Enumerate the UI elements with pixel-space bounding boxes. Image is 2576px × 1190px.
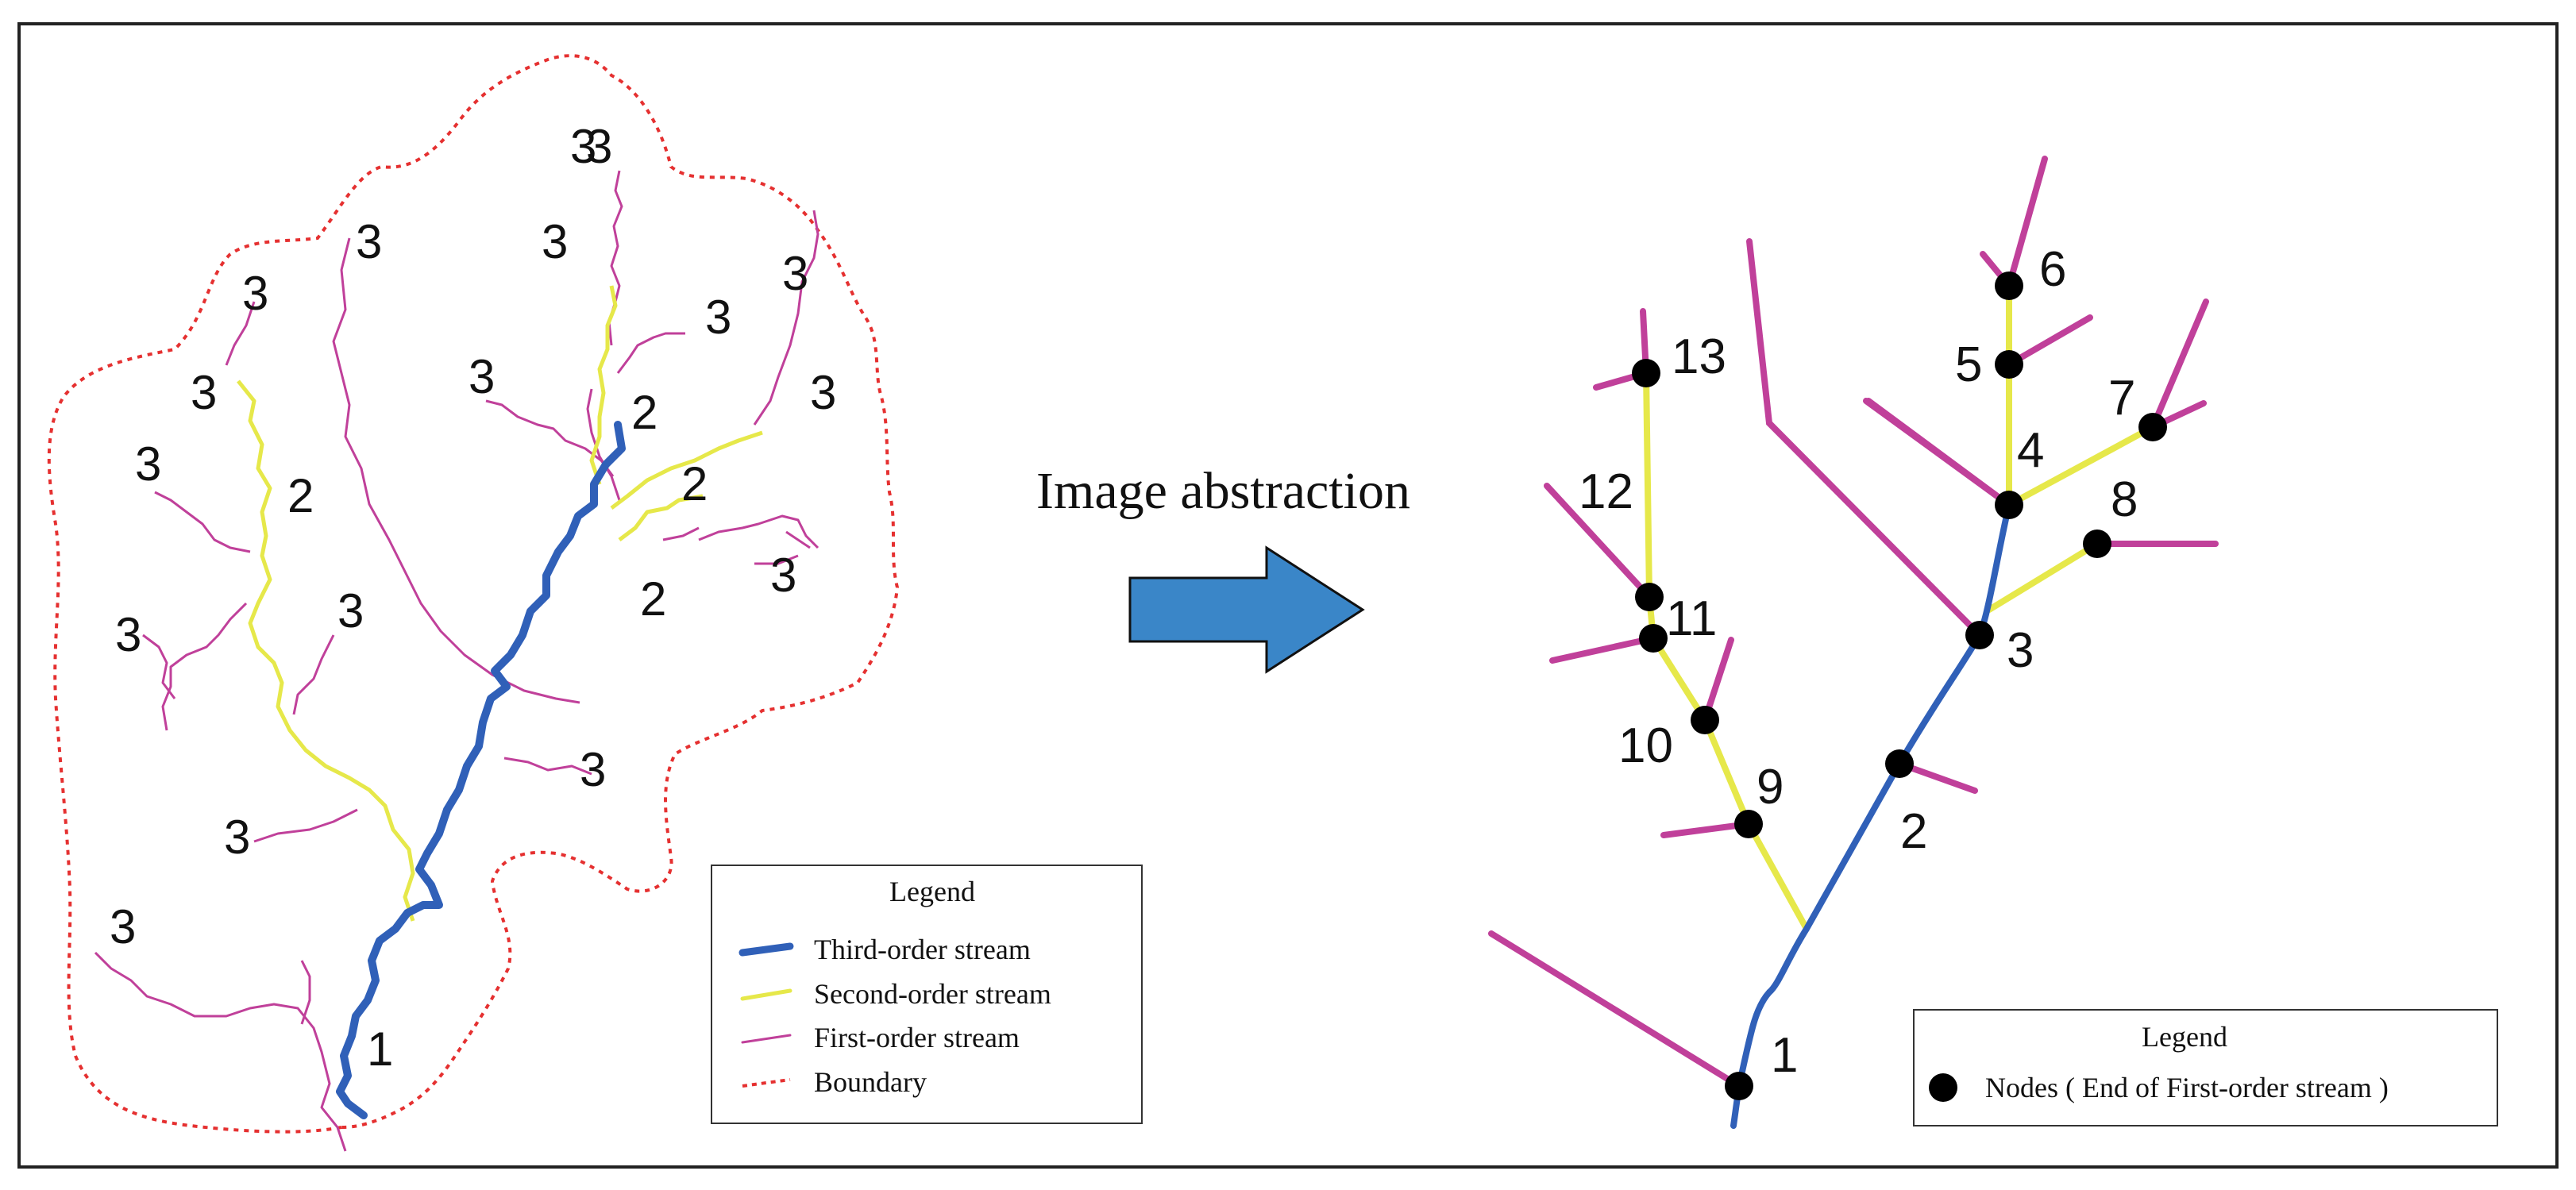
order-label: 3 [224, 811, 250, 864]
order-label: 3 [191, 366, 217, 419]
order-label: 3 [810, 366, 836, 419]
node-marker [1632, 359, 1660, 387]
order-label: 3 [770, 549, 796, 602]
order-label: 2 [681, 457, 708, 510]
order-label: 3 [469, 350, 495, 403]
node-label: 10 [1618, 718, 1673, 773]
order-label: 2 [640, 572, 666, 626]
node-label: 12 [1579, 464, 1633, 519]
right-legend: Legend Nodes ( End of First-order stream… [1913, 1009, 2498, 1126]
node-marker [1995, 491, 2023, 519]
third-order-stream [336, 421, 626, 1119]
legend-swatch-boundary [742, 1078, 791, 1088]
node-marker [1639, 624, 1668, 653]
node-marker [1995, 350, 2023, 379]
node-label: 6 [2039, 242, 2066, 297]
network-nodes [1632, 272, 2167, 1100]
left-legend: Legend Third-order stream Second-order s… [711, 865, 1143, 1124]
order-label: 3 [115, 608, 141, 661]
order-label: 3 [242, 267, 268, 320]
legend-label-boundary: Boundary [814, 1066, 927, 1098]
order-label: 3 [337, 584, 364, 637]
node-marker [2138, 413, 2167, 441]
right-legend-item-label: Nodes ( End of First-order stream ) [1985, 1072, 2389, 1103]
order-label: 3 [570, 120, 596, 173]
legend-swatch-first-order [741, 1034, 792, 1044]
stream-network: 1 2 3 4 5 6 7 8 9 10 11 12 13 [1488, 156, 2219, 1129]
abstraction-arrow: Image abstraction [1036, 462, 1410, 674]
order-label: 3 [356, 215, 382, 268]
watershed-map: 3 3 3 3 3 3 3 3 3 3 3 3 3 3 3 3 3 2 2 2 … [47, 54, 900, 1152]
node-marker [1885, 749, 1914, 778]
arrow-caption: Image abstraction [1036, 462, 1410, 520]
node-marker [1995, 272, 2023, 300]
node-label: 7 [2108, 371, 2135, 426]
network-first-order [1488, 156, 2219, 1089]
order-label: 3 [782, 247, 808, 300]
node-label: 11 [1666, 591, 1717, 646]
network-second-order [1643, 283, 2156, 932]
node-label: 5 [1955, 337, 1982, 392]
node-label: 4 [2017, 423, 2044, 478]
figure-frame [17, 22, 2559, 1169]
arrow-icon [1128, 545, 1365, 674]
order-label: 3 [135, 437, 161, 491]
order-label: 3 [110, 900, 136, 953]
right-legend-box [1913, 1009, 2498, 1126]
node-marker [1734, 810, 1763, 838]
node-marker [1725, 1072, 1753, 1100]
legend-node-icon [1929, 1073, 1957, 1102]
legend-swatch-second-order [740, 988, 792, 1001]
order-label: 2 [287, 469, 314, 522]
second-order-streams [237, 285, 763, 922]
left-legend-title: Legend [889, 876, 975, 907]
right-legend-title: Legend [2142, 1021, 2227, 1053]
node-marker [1965, 621, 1994, 649]
node-label: 13 [1672, 329, 1726, 384]
order-label: 2 [631, 386, 657, 439]
node-label: 9 [1757, 760, 1784, 815]
node-marker [1691, 706, 1719, 734]
order-label: 3 [586, 120, 612, 173]
order-labels: 3 3 3 3 3 3 3 3 3 3 3 3 3 3 3 3 3 2 2 2 … [110, 120, 836, 1076]
node-labels: 1 2 3 4 5 6 7 8 9 10 11 12 13 [1579, 242, 2138, 1083]
node-label: 3 [2007, 623, 2034, 678]
order-label: 3 [580, 743, 606, 796]
order-label: 1 [367, 1022, 393, 1076]
legend-label-second-order: Second-order stream [814, 978, 1051, 1010]
legend-swatch-third-order [738, 942, 794, 957]
order-label: 3 [705, 291, 731, 344]
first-order-streams [94, 170, 819, 1152]
node-marker [1635, 583, 1664, 611]
node-marker [2083, 530, 2111, 558]
node-label: 2 [1900, 804, 1927, 859]
order-label: 3 [542, 215, 568, 268]
legend-label-third-order: Third-order stream [814, 934, 1031, 965]
node-label: 1 [1771, 1028, 1798, 1083]
node-label: 8 [2111, 472, 2138, 527]
legend-label-first-order: First-order stream [814, 1022, 1020, 1053]
